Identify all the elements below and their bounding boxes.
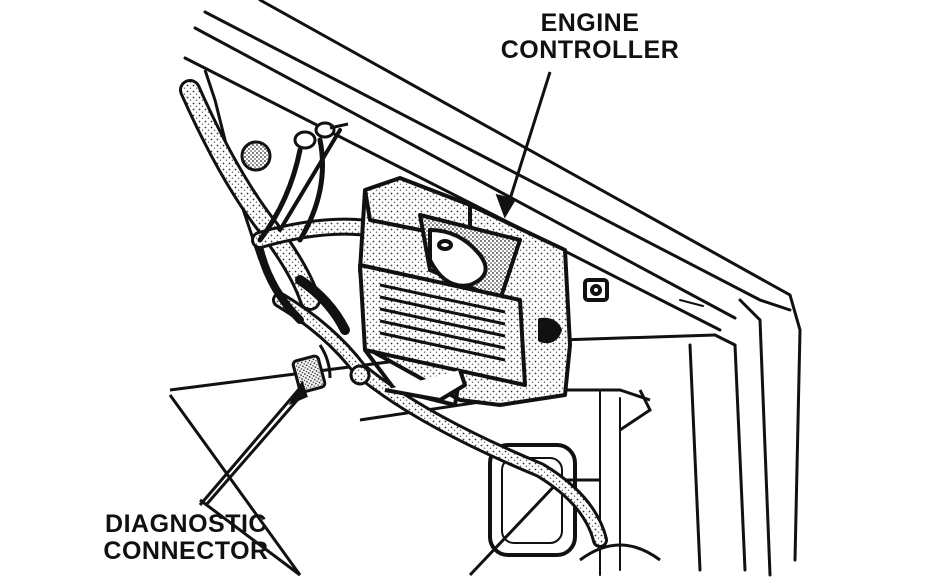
diagnostic-connector-label: DIAGNOSTIC CONNECTOR <box>96 511 276 565</box>
engine-controller-module <box>358 176 609 407</box>
diagnostic-connector-label-line1: DIAGNOSTIC <box>105 510 267 538</box>
diagnostic-leader-a <box>198 387 302 506</box>
ground-bolts <box>240 121 349 172</box>
leader-lines <box>198 71 552 506</box>
engine-controller-label-line1: ENGINE <box>540 9 640 37</box>
diagnostic-leader-b <box>204 389 308 506</box>
connector-ribs <box>379 283 506 362</box>
engine-controller-label-line2: CONTROLLER <box>500 36 680 64</box>
engine-controller-label: ENGINE CONTROLLER <box>500 10 680 64</box>
engine-controller-leader <box>503 71 552 216</box>
diagnostic-connector-label-line2: CONNECTOR <box>103 537 269 565</box>
